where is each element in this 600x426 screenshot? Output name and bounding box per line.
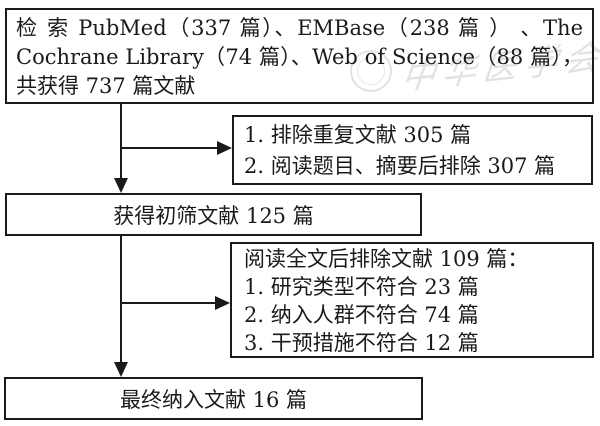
connector-vertical-1 xyxy=(120,104,122,178)
screened-records-label: 获得初筛文献 125 篇 xyxy=(113,203,314,228)
connector-vertical-2 xyxy=(120,236,122,362)
arrow-right-icon xyxy=(215,296,230,310)
final-included-box: 最终纳入文献 16 篇 xyxy=(4,377,423,420)
search-sources-line-2: Cochrane Library（74 篇）、Web of Science（88… xyxy=(16,45,583,69)
exclusion-box-duplicates: 1. 排除重复文献 305 篇 2. 阅读题目、摘要后排除 307 篇 xyxy=(232,115,593,185)
exclusion-box-fulltext: 阅读全文后排除文献 109 篇： 1. 研究类型不符合 23 篇 2. 纳入人群… xyxy=(230,242,594,358)
final-included-label: 最终纳入文献 16 篇 xyxy=(119,387,308,412)
screened-records-box: 获得初筛文献 125 篇 xyxy=(5,193,422,236)
arrow-down-icon xyxy=(114,362,128,377)
exclusion1-line-2: 2. 阅读题目、摘要后排除 307 篇 xyxy=(244,154,556,178)
arrow-down-icon xyxy=(114,178,128,193)
search-sources-line-1: 检 索 PubMed（337 篇）、EMBase（238 篇 ） 、The xyxy=(16,16,583,40)
exclusion2-line-4: 3. 干预措施不符合 12 篇 xyxy=(244,331,479,355)
exclusion2-line-2: 1. 研究类型不符合 23 篇 xyxy=(244,275,479,299)
connector-horizontal-2 xyxy=(121,302,215,304)
exclusion1-line-1: 1. 排除重复文献 305 篇 xyxy=(244,123,472,147)
search-sources-line-3: 共获得 737 篇文献 xyxy=(16,74,196,98)
exclusion2-line-1: 阅读全文后排除文献 109 篇： xyxy=(244,247,529,271)
exclusion2-line-3: 2. 纳入人群不符合 74 篇 xyxy=(244,303,479,327)
search-sources-box: 检 索 PubMed（337 篇）、EMBase（238 篇 ） 、The Co… xyxy=(5,8,594,104)
arrow-right-icon xyxy=(217,141,232,155)
connector-horizontal-1 xyxy=(121,147,218,149)
